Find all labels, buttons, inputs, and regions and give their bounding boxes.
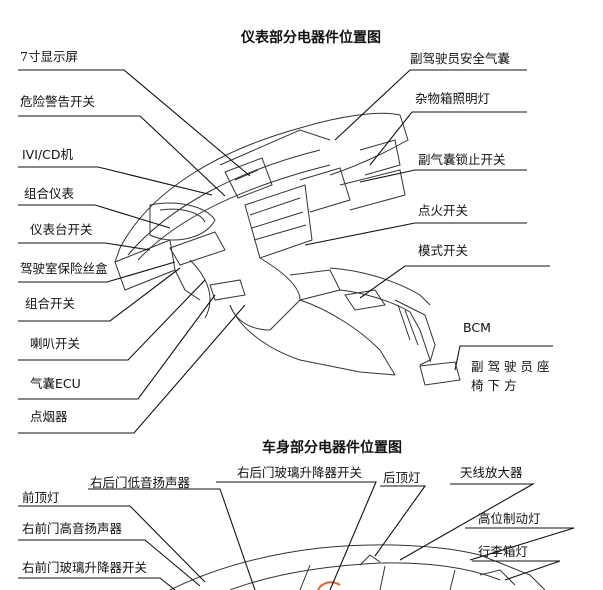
label-front-dome-lamp: 前顶灯	[22, 490, 60, 505]
label-combination-switch: 组合开关	[25, 296, 76, 311]
label-rf-window-switch: 右前门玻璃升降器开关	[22, 560, 148, 575]
label-airbag-ecu: 气囊ECU	[30, 376, 81, 391]
body-title: 车身部分电器件位置图	[262, 440, 402, 456]
label-instrument-cluster: 组合仪表	[24, 186, 75, 201]
label-bcm-location-line2: 椅 下 方	[471, 378, 517, 393]
label-trunk-lamp: 行李箱灯	[478, 544, 529, 559]
label-bcm: BCM	[463, 320, 491, 335]
label-rear-dome-lamp: 后顶灯	[383, 470, 421, 485]
body-leaders	[18, 481, 575, 590]
label-7inch-display: 7寸显示屏	[20, 49, 78, 64]
label-antenna-amplifier: 天线放大器	[460, 465, 523, 480]
label-ivi-cd: IVI/CD机	[22, 147, 73, 162]
car-body-drawing	[169, 544, 546, 590]
label-glovebox-lamp: 杂物箱照明灯	[415, 91, 491, 106]
dashboard-left-leaders	[18, 69, 251, 434]
label-high-brake-lamp: 高位制动灯	[478, 511, 541, 526]
label-cigarette-lighter: 点烟器	[30, 409, 68, 424]
dashboard-drawing	[114, 112, 461, 386]
label-ignition-switch: 点火开关	[418, 203, 469, 218]
label-rf-door-tweeter: 右前门高音扬声器	[22, 521, 123, 536]
label-bcm-location-line1: 副 驾 驶 员 座	[471, 359, 550, 374]
label-horn-switch: 喇叭开关	[30, 336, 81, 351]
label-mode-switch: 模式开关	[418, 243, 469, 258]
dashboard-title: 仪表部分电器件位置图	[241, 30, 381, 46]
label-hazard-switch: 危险警告开关	[20, 94, 96, 109]
label-rr-door-woofer: 右后门低音扬声器	[90, 475, 191, 490]
label-passenger-airbag: 副驾驶员安全气囊	[410, 51, 511, 66]
dashboard-right-leaders	[304, 69, 553, 371]
label-dashboard-switch: 仪表台开关	[30, 222, 93, 237]
label-cab-fuse-box: 驾驶室保险丝盒	[20, 261, 108, 276]
label-airbag-lock-switch: 副气囊锁止开关	[418, 152, 506, 167]
label-rr-window-switch: 右后门玻璃升降器开关	[237, 465, 363, 480]
